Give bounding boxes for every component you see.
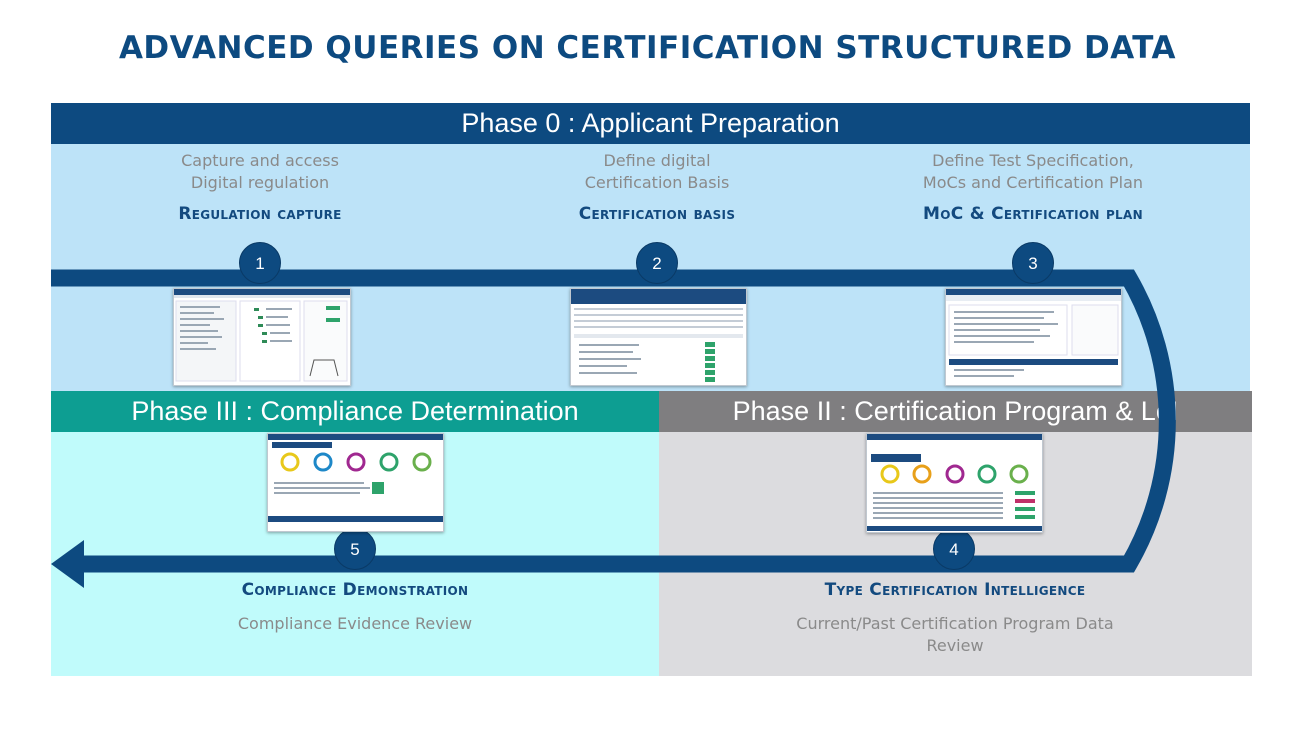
step2-desc-line2: Certification Basis <box>584 173 730 192</box>
flow-arrow-path <box>51 269 1176 573</box>
certification-plan-screenshot <box>945 288 1122 386</box>
compliance-demonstration-screenshot <box>267 433 444 532</box>
step4-number-badge: 4 <box>933 528 975 570</box>
step1-number-badge: 1 <box>239 242 281 284</box>
step4-description: Current/Past Certification Program Data … <box>745 613 1165 657</box>
chart-ring-icon <box>912 464 932 484</box>
chart-ring-icon <box>880 464 900 484</box>
phase3-header: Phase III : Compliance Determination <box>51 391 659 432</box>
step5-number-badge: 5 <box>334 528 376 570</box>
chart-ring-icon <box>313 452 333 472</box>
step1-desc-line1: Capture and access <box>181 151 339 170</box>
arrow-head-icon <box>51 540 84 588</box>
page-title: ADVANCED QUERIES ON CERTIFICATION STRUCT… <box>118 30 1177 66</box>
step2-description: Define digital Certification Basis <box>507 150 807 194</box>
step3-desc-line1: Define Test Specification, <box>932 151 1134 170</box>
step3-description: Define Test Specification, MoCs and Cert… <box>868 150 1198 194</box>
step1-desc-line2: Digital regulation <box>190 173 330 192</box>
chart-ring-icon <box>280 452 300 472</box>
certification-basis-screenshot <box>570 288 747 386</box>
chart-ring-icon <box>977 464 997 484</box>
step4-title: Type Certification Intelligence <box>824 580 1086 600</box>
step2-desc-line1: Define digital <box>603 151 711 170</box>
chart-ring-icon <box>945 464 965 484</box>
regulation-capture-screenshot <box>173 288 351 386</box>
step4-desc-line2: Review <box>926 636 984 655</box>
phase0-header: Phase 0 : Applicant Preparation <box>51 103 1250 144</box>
step2-number-badge: 2 <box>636 242 678 284</box>
step1-description: Capture and access Digital regulation <box>110 150 410 194</box>
chart-ring-icon <box>379 452 399 472</box>
chart-ring-icon <box>1009 464 1029 484</box>
step4-desc-line1: Current/Past Certification Program Data <box>796 614 1114 633</box>
step3-title: MoC & Certification plan <box>923 204 1143 224</box>
type-certification-intelligence-screenshot <box>866 433 1043 533</box>
step5-description: Compliance Evidence Review <box>237 614 473 633</box>
step1-title: Regulation capture <box>178 204 342 224</box>
step3-number-badge: 3 <box>1012 242 1054 284</box>
step5-title: Compliance Demonstration <box>241 580 469 600</box>
chart-ring-icon <box>346 452 366 472</box>
phase2-header: Phase II : Certification Program & LoI <box>659 391 1252 432</box>
step2-title: Certification basis <box>578 204 736 224</box>
step3-desc-line2: MoCs and Certification Plan <box>922 173 1144 192</box>
chart-ring-icon <box>412 452 432 472</box>
